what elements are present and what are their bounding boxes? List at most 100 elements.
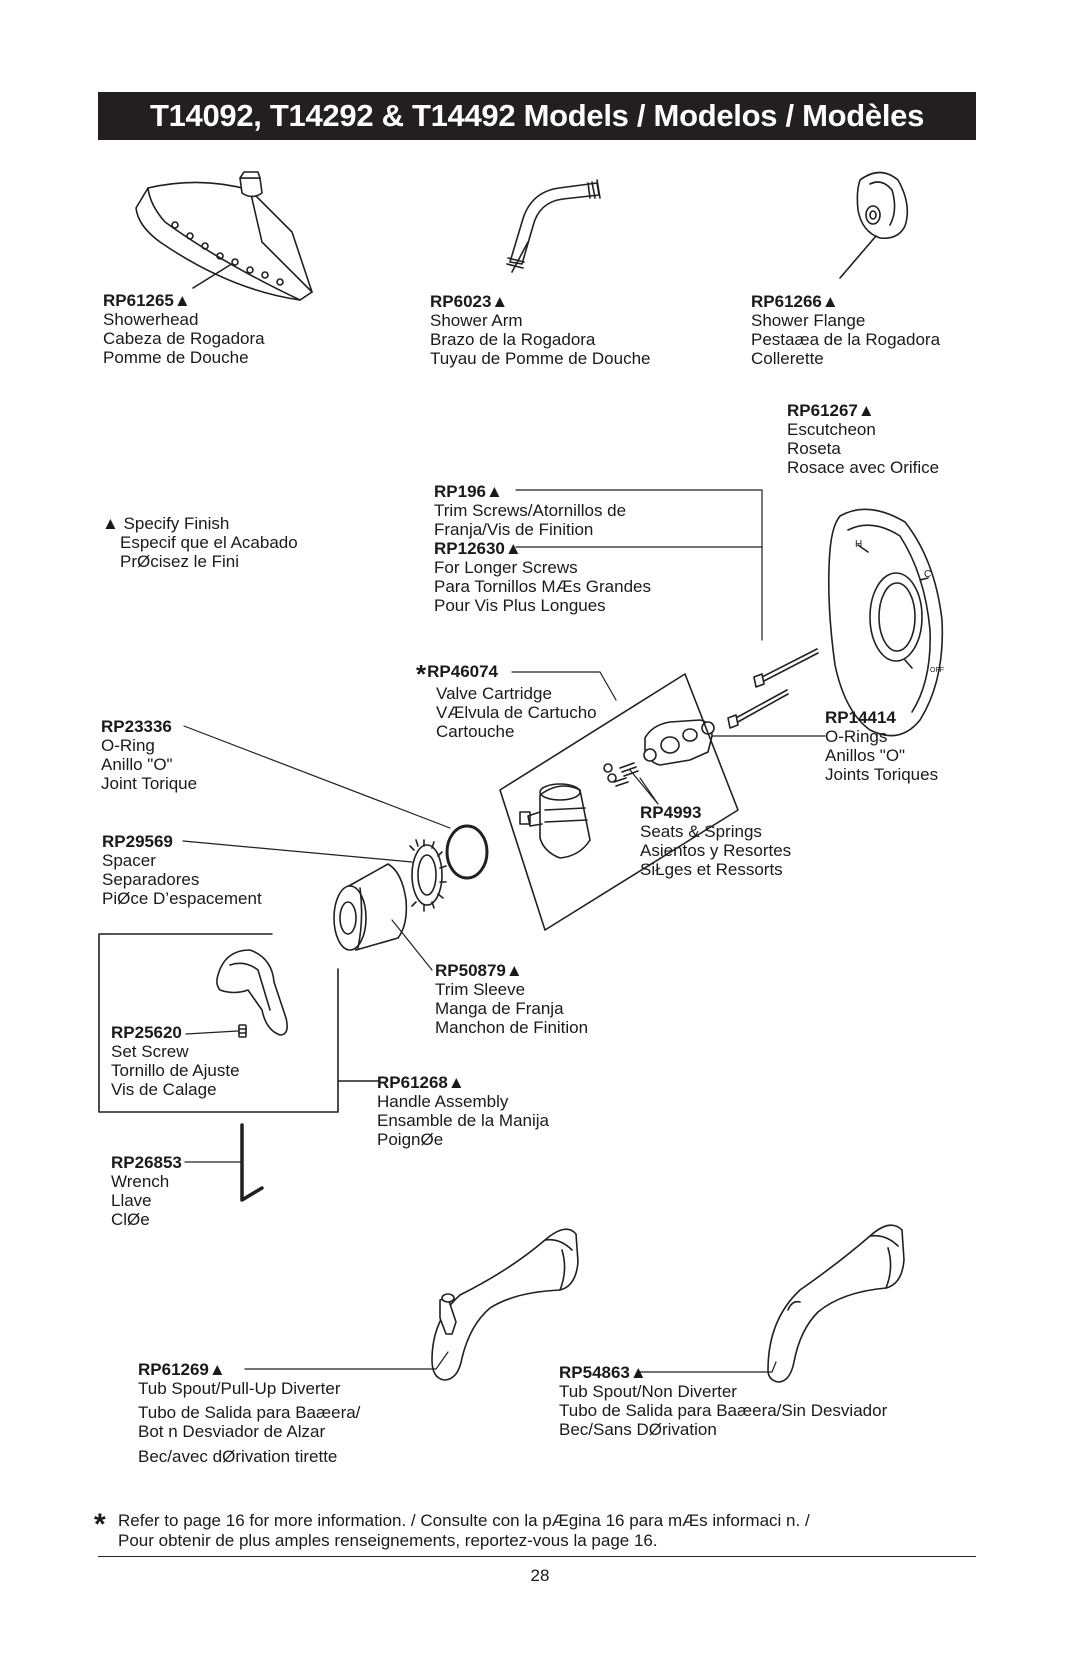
handle-bracket-drawing	[98, 933, 379, 1113]
label-line: Cabeza de Rogadora	[103, 329, 265, 348]
label-line: Bec/avec dØrivation tirette	[138, 1447, 338, 1466]
label-line: SiŁges et Ressorts	[640, 860, 783, 879]
label-line: Para Tornillos MÆs Grandes	[434, 577, 651, 596]
part-number: RP6023▲	[430, 292, 509, 311]
label-line: Seats & Springs	[640, 822, 762, 841]
shower-flange-label: RP61266▲ Shower Flange Pestaæa de la Rog…	[751, 292, 940, 368]
label-line: PiØce D’espacement	[102, 889, 262, 908]
label-line: Cartouche	[436, 722, 515, 741]
label-line: Handle Assembly	[377, 1092, 509, 1111]
valve-cartridge-drawing	[499, 673, 739, 931]
label-line: Tub Spout/Non Diverter	[559, 1382, 737, 1401]
label-line: Trim Sleeve	[435, 980, 526, 999]
tub-spout-non-diverter-drawing	[767, 1224, 905, 1383]
footnote-line: Refer to page 16 for more information. /…	[118, 1511, 810, 1530]
part-number: RP29569	[102, 832, 173, 851]
label-line: Manga de Franja	[435, 999, 564, 1018]
trim-screws-drawing	[727, 648, 819, 729]
svg-text:OFF: OFF	[930, 667, 944, 674]
spacer-label: RP29569 Spacer Separadores PiØce D’espac…	[102, 832, 262, 908]
label-line: Pomme de Douche	[103, 348, 249, 367]
spacer-drawing	[409, 839, 447, 912]
label-line: Bec/Sans DØrivation	[559, 1420, 717, 1439]
part-number: RP25620	[111, 1023, 182, 1042]
label-line: VÆlvula de Cartucho	[436, 703, 597, 722]
label-line: ClØe	[111, 1210, 150, 1229]
footnote-line: Pour obtenir de plus amples renseignemen…	[118, 1531, 658, 1550]
note-line: ▲ Specify Finish	[102, 514, 230, 533]
part-number: RP50879▲	[435, 961, 523, 980]
label-line: Tubo de Salida para Baæera/Sin Desviador	[559, 1401, 888, 1420]
note-line: PrØcisez le Fini	[120, 552, 240, 571]
label-line: Anillo "O"	[101, 755, 173, 774]
footnote: * Refer to page 16 for more information.…	[94, 1510, 810, 1551]
tub-spout-diverter-label: RP61269▲ Tub Spout/Pull-Up Diverter Tubo…	[138, 1360, 360, 1466]
label-line: Vis de Calage	[111, 1080, 217, 1099]
label-line: Bot n Desviador de Alzar	[138, 1422, 326, 1441]
label-line: Ensamble de la Manija	[377, 1111, 549, 1130]
specify-finish-note: ▲ Specify Finish Especif que el Acabado …	[102, 514, 298, 571]
valve-cartridge-label: *RP46074 Valve Cartridge VÆlvula de Cart…	[416, 661, 597, 741]
label-line: Spacer	[102, 851, 156, 870]
shower-flange-drawing	[839, 171, 909, 279]
showerhead-drawing	[135, 171, 313, 301]
o-ring-drawing	[445, 824, 489, 880]
tub-spout-diverter-drawing	[431, 1228, 579, 1381]
wrench-drawing	[240, 1123, 264, 1202]
label-line: Shower Flange	[751, 311, 866, 330]
label-line: Manchon de Finition	[435, 1018, 589, 1037]
label-line: For Longer Screws	[434, 558, 578, 577]
label-line: Valve Cartridge	[436, 684, 552, 703]
o-ring-label: RP23336 O-Ring Anillo "O" Joint Torique	[101, 717, 197, 793]
part-number: RP12630▲	[434, 539, 522, 558]
label-line: Set Screw	[111, 1042, 189, 1061]
part-number: RP196▲	[434, 482, 503, 501]
part-number: RP61267▲	[787, 401, 875, 420]
label-line: O-Rings	[825, 727, 888, 746]
label-line: Tub Spout/Pull-Up Diverter	[138, 1379, 341, 1398]
label-line: Roseta	[787, 439, 841, 458]
part-number: RP23336	[101, 717, 172, 736]
label-line: Shower Arm	[430, 311, 523, 330]
label-line: Separadores	[102, 870, 200, 889]
label-line: Rosace avec Orifice	[787, 458, 940, 477]
leader-lines	[182, 489, 826, 1373]
escutcheon-drawing: H C OFF	[827, 508, 944, 737]
label-line: Showerhead	[103, 310, 199, 329]
handle-assembly-label: RP61268▲ Handle Assembly Ensamble de la …	[377, 1073, 549, 1149]
shower-arm-drawing	[506, 179, 601, 273]
svg-text:C: C	[924, 569, 931, 580]
label-line: Pour Vis Plus Longues	[434, 596, 606, 615]
label-line: Llave	[111, 1191, 152, 1210]
label-line: Escutcheon	[787, 420, 876, 439]
set-screw-label: RP25620 Set Screw Tornillo de Ajuste Vis…	[111, 1023, 240, 1099]
handle-drawing	[216, 949, 288, 1036]
part-number: RP4993	[640, 803, 702, 822]
part-number: RP26853	[111, 1153, 182, 1172]
part-number-text: RP46074	[427, 662, 499, 681]
label-line: Asientos y Resortes	[640, 841, 792, 860]
tub-spout-non-diverter-label: RP54863▲ Tub Spout/Non Diverter Tubo de …	[559, 1363, 887, 1439]
o-rings-label: RP14414 O-Rings Anillos "O" Joints Toriq…	[825, 708, 938, 784]
showerhead-label: RP61265▲ Showerhead Cabeza de Rogadora P…	[103, 291, 265, 367]
label-line: Trim Screws/Atornillos de	[434, 501, 627, 520]
label-line: O-Ring	[101, 736, 155, 755]
label-line: Brazo de la Rogadora	[430, 330, 596, 349]
svg-text:H: H	[855, 539, 862, 550]
label-line: Joint Torique	[101, 774, 198, 793]
part-number: RP61268▲	[377, 1073, 465, 1092]
wrench-label: RP26853 Wrench Llave ClØe	[111, 1153, 182, 1229]
escutcheon-label: RP61267▲ Escutcheon Roseta Rosace avec O…	[787, 401, 939, 477]
set-screw-drawing	[238, 1024, 247, 1038]
label-line: Anillos "O"	[825, 746, 906, 765]
part-number: RP54863▲	[559, 1363, 647, 1382]
label-line: Wrench	[111, 1172, 170, 1191]
trim-sleeve-drawing	[333, 863, 408, 951]
label-line: Tuyau de Pomme de Douche	[430, 349, 651, 368]
label-line: Franja/Vis de Finition	[434, 520, 594, 539]
label-line: Tubo de Salida para Baæera/	[138, 1403, 361, 1422]
label-line: Joints Toriques	[825, 765, 939, 784]
trim-screws-label: RP196▲ Trim Screws/Atornillos de Franja/…	[434, 482, 651, 615]
